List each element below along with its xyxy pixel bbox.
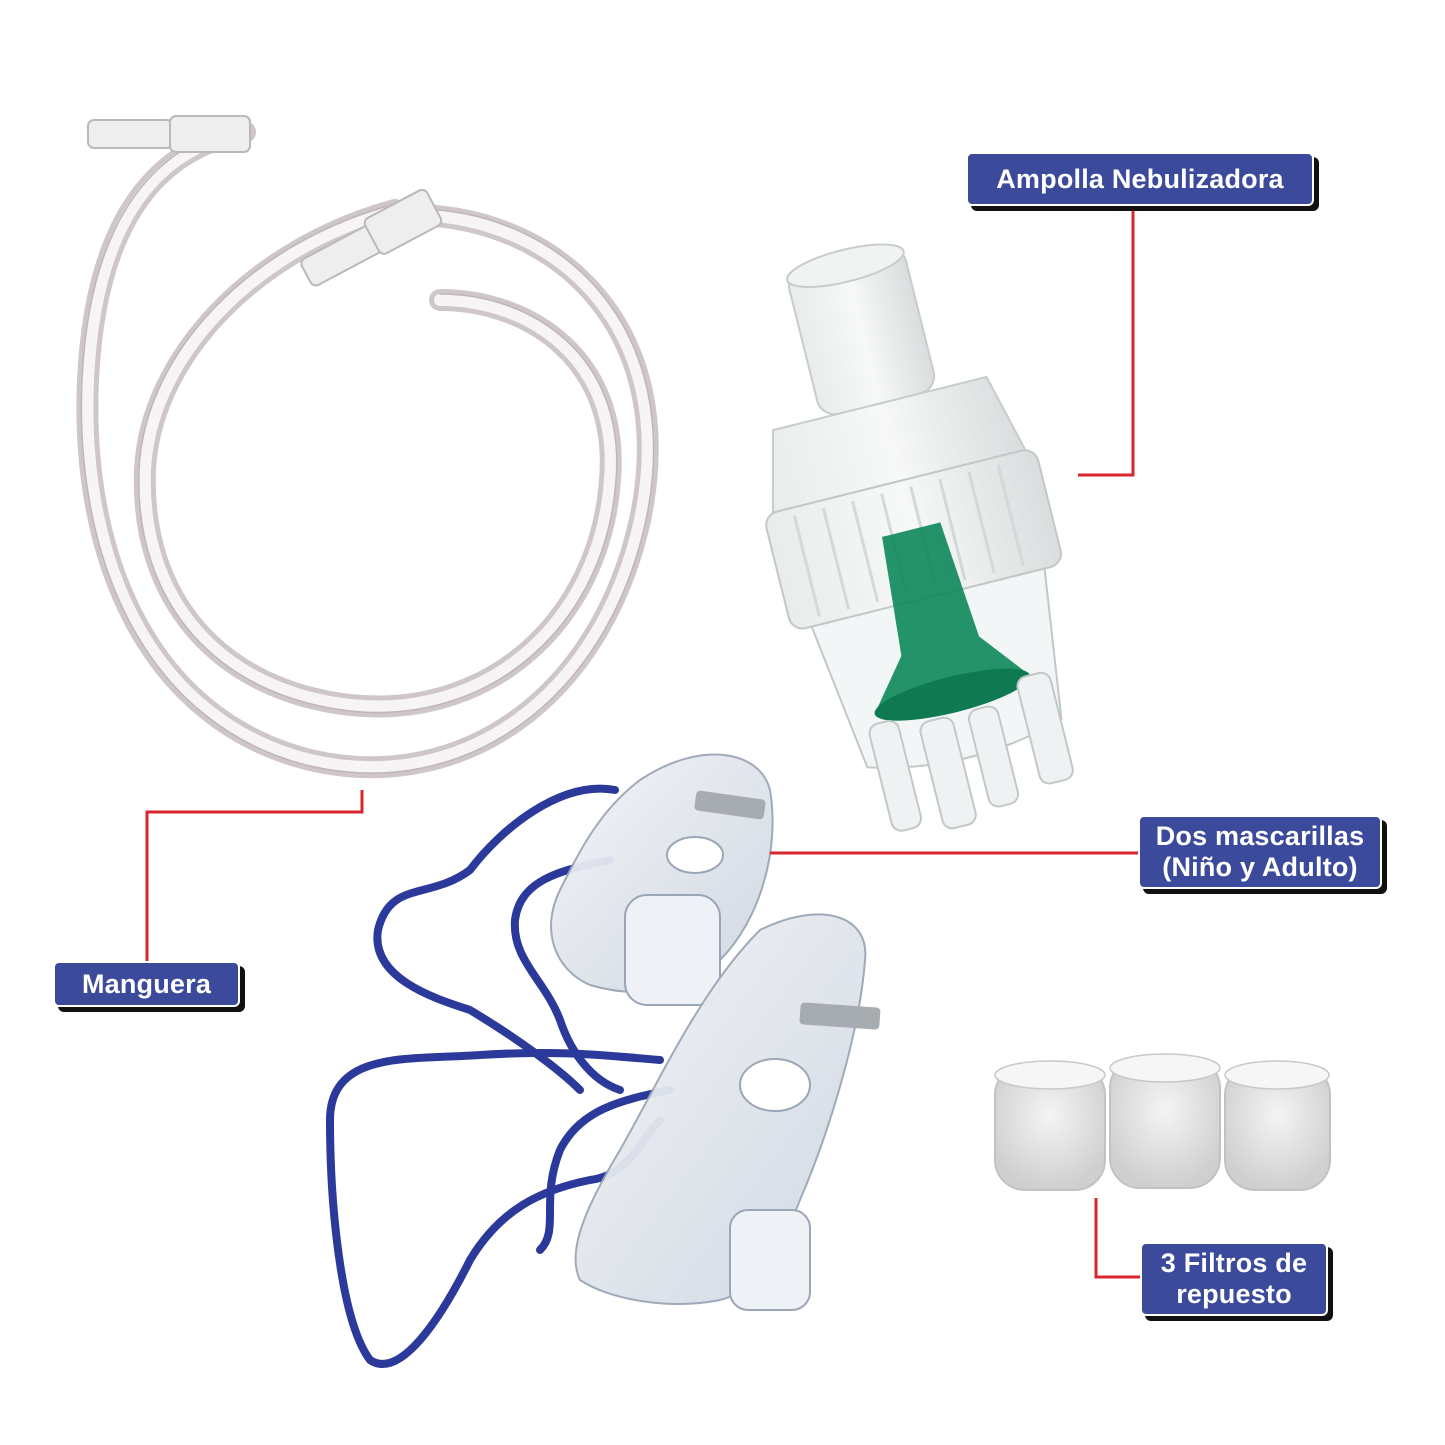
masks-illustration xyxy=(326,753,881,1368)
hose-illustration xyxy=(76,115,659,779)
label-mascarillas-line2: (Niño y Adulto) xyxy=(1162,852,1358,882)
leader-lines xyxy=(145,208,1142,1279)
leader-line-filtros xyxy=(1094,1198,1142,1279)
label-manguera: Manguera xyxy=(53,961,240,1007)
filter-3 xyxy=(1224,1060,1331,1191)
filters-illustration xyxy=(994,1053,1331,1191)
label-filtros-repuesto: 3 Filtros de repuesto xyxy=(1140,1242,1328,1316)
label-ampolla-nebulizadora: Ampolla Nebulizadora xyxy=(966,152,1314,206)
label-dos-mascarillas: Dos mascarillas (Niño y Adulto) xyxy=(1138,815,1382,889)
filter-1 xyxy=(994,1060,1106,1191)
nebulizer-illustration xyxy=(765,243,1074,832)
hose-connector-right xyxy=(300,188,443,287)
hose-connector-left xyxy=(87,115,251,153)
leader-line-manguera xyxy=(145,790,364,962)
label-manguera-text: Manguera xyxy=(81,968,212,999)
filter-2 xyxy=(1109,1053,1221,1189)
leader-line-ampolla xyxy=(1078,208,1135,477)
label-filtros-line1: 3 Filtros de xyxy=(1160,1248,1308,1278)
label-mascarillas-line1: Dos mascarillas xyxy=(1155,821,1365,851)
label-filtros-line2: repuesto xyxy=(1176,1279,1292,1309)
label-ampolla-text: Ampolla Nebulizadora xyxy=(996,163,1284,194)
